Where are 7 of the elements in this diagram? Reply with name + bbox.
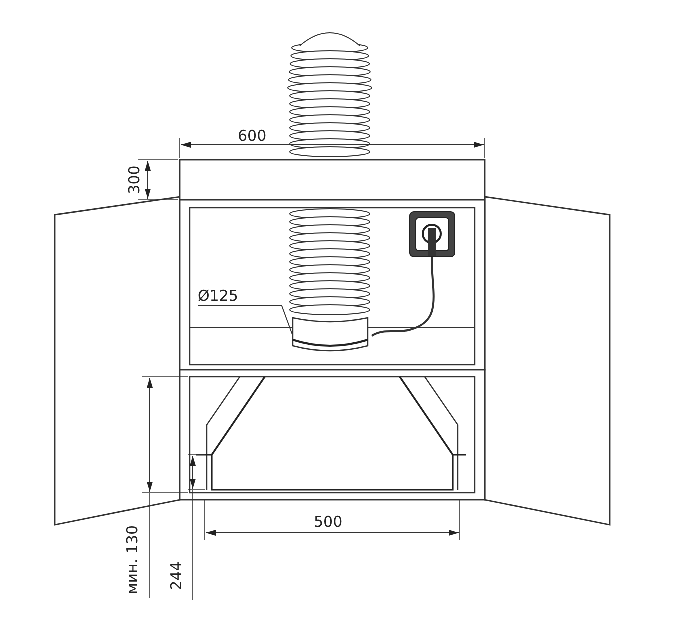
dimension-value: 300 <box>126 166 142 194</box>
dimension-value: мин. 130 <box>124 525 141 595</box>
dimension-value: 244 <box>168 562 184 590</box>
leader-line <box>198 306 294 336</box>
diameter-label: Ø125 <box>198 288 238 304</box>
dimension-value: 500 <box>314 514 343 530</box>
dimension-value: 600 <box>238 128 267 144</box>
